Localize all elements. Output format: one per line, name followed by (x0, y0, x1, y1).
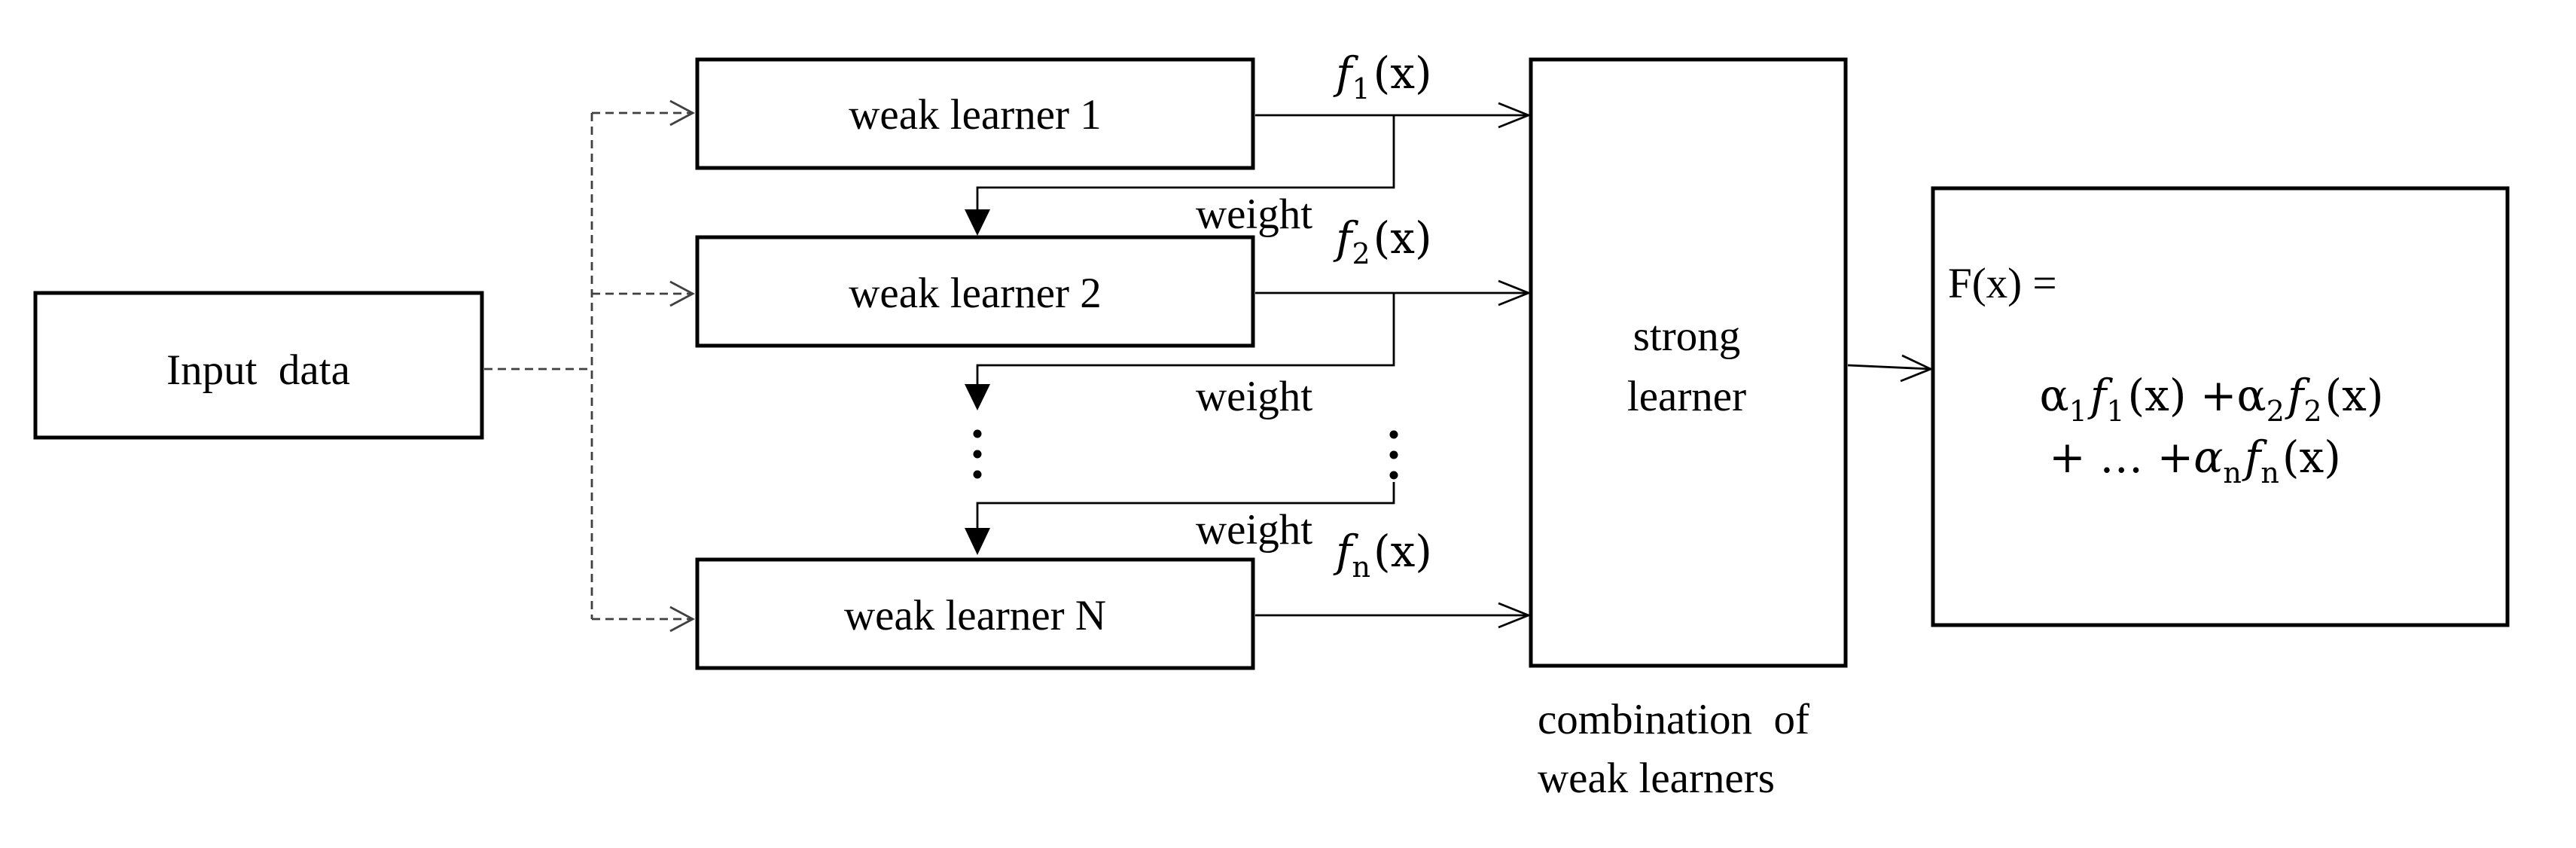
result-formula-line1: α1f1(x) +α2f2(x) (2039, 370, 2383, 428)
result-node: F(x) = α1f1(x) +α2f2(x) + … +αnfn(x) (1931, 186, 2510, 627)
input-dashed-arrowhead-1 (669, 99, 695, 127)
input-dashed-arrowhead-n (669, 605, 695, 633)
weight-label-n: weight (1196, 506, 1312, 554)
strong-learner-box (1529, 57, 1848, 668)
weak-learner-2-label: weak learner 2 (849, 270, 1101, 317)
strong-learner-label-line1: strong (1633, 313, 1741, 360)
weak-learner-1-node: weak learner 1 (695, 57, 1255, 170)
weak-learner-1-label: weak learner 1 (849, 91, 1101, 139)
weak-learner-2-box (695, 235, 1255, 348)
result-box (1931, 186, 2510, 627)
weight-arrowhead-1 (965, 209, 990, 236)
weak-learner-2-node: weak learner 2 (695, 235, 1255, 348)
weight-label-2: weight (1196, 373, 1312, 420)
output-arrowhead-n (1498, 602, 1532, 629)
input-data-label: Input data (166, 346, 350, 394)
weak-learner-n-label: weak learner N (844, 592, 1106, 639)
weak-learner-n-node: weak learner N (695, 557, 1255, 670)
weight-path-1 (976, 115, 1395, 211)
weight-label-1: weight (1196, 191, 1312, 238)
strong-learner-caption-line1: combination of (1538, 696, 1809, 743)
output-label-fn: fn(x) (1333, 526, 1432, 584)
weight-arrowhead-n (965, 528, 990, 555)
weak-learner-n-box (695, 557, 1255, 670)
weight-arrowhead-2 (965, 384, 990, 410)
input-distribution-connectors (484, 99, 695, 633)
strong-learner-node: strong learner (1529, 57, 1848, 668)
vertical-ellipsis-right (1389, 430, 1398, 480)
input-dashed-arrowhead-2 (669, 280, 695, 307)
result-arrow (1847, 354, 1934, 383)
weight-feedback-2: weight (965, 293, 1395, 420)
output-arrowhead-1 (1498, 102, 1532, 129)
weight-feedback-n: weight (965, 482, 1395, 555)
input-data-node: Input data (33, 291, 484, 440)
result-arrowhead (1900, 354, 1934, 383)
weight-path-n (976, 482, 1395, 529)
input-data-box (33, 291, 484, 440)
result-lhs: F(x) = (1948, 260, 2057, 307)
vertical-ellipsis-left (973, 429, 982, 479)
weight-feedback-1: weight (965, 115, 1395, 238)
weight-path-2 (976, 293, 1395, 386)
output-label-f1: f1(x) (1333, 47, 1432, 105)
strong-learner-label-line2: learner (1627, 373, 1746, 420)
strong-learner-caption-line2: weak learners (1538, 755, 1775, 802)
output-label-f2: f2(x) (1333, 212, 1432, 270)
weak-learner-1-box (695, 57, 1255, 170)
result-formula-line2: + … +αnfn(x) (2049, 432, 2341, 490)
result-arrow-line (1847, 364, 1931, 371)
output-arrowhead-2 (1498, 279, 1532, 307)
weak-output-arrows (1255, 102, 1532, 629)
